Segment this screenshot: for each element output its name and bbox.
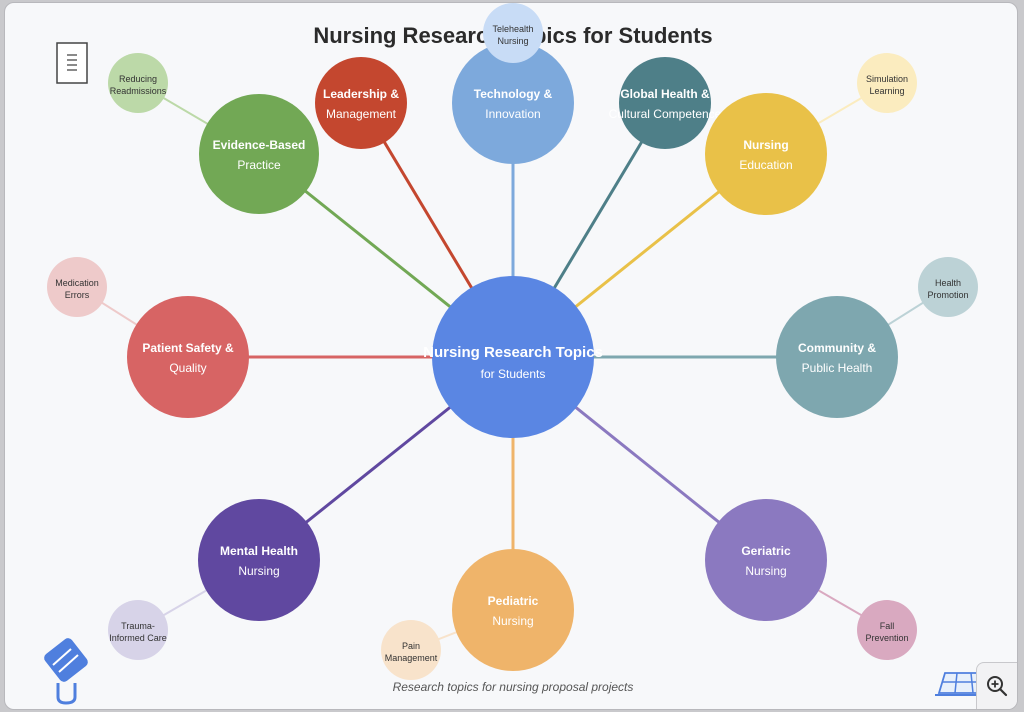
topic-node-sublabel: Innovation: [485, 107, 540, 121]
leaf-node-label: Reducing: [119, 74, 157, 84]
diagram-caption: Research topics for nursing proposal pro…: [393, 680, 634, 694]
leaf-node-circle: [108, 600, 168, 660]
leaf-node-label: Telehealth: [492, 24, 533, 34]
leaf-node-sublabel: Errors: [65, 290, 90, 300]
leaf-node-sublabel: Management: [385, 653, 438, 663]
topic-node-label: Geriatric: [741, 544, 791, 558]
topic-node-label: Mental Health: [220, 544, 298, 558]
leaf-node-circle: [857, 53, 917, 113]
center-node-circle: [432, 276, 594, 438]
topic-node-circle: [198, 499, 320, 621]
topic-node-sublabel: Quality: [169, 361, 206, 375]
leaf-node-circle: [857, 600, 917, 660]
diagram-frame: Nursing Research Topics for Students Evi…: [4, 2, 1018, 710]
topic-node-circle: [705, 93, 827, 215]
center-node[interactable]: Nursing Research Topics for Students: [423, 276, 603, 438]
leaf-node-label: Trauma-: [121, 621, 155, 631]
topic-node-community-public-health[interactable]: Community & Public Health: [776, 296, 898, 418]
topic-node-patient-safety-quality[interactable]: Patient Safety & Quality: [127, 296, 249, 418]
leaf-node-sublabel: Readmissions: [110, 86, 167, 96]
leaf-node-circle: [108, 53, 168, 113]
topic-node-circle: [452, 42, 574, 164]
document-icon: [56, 42, 88, 84]
topic-node-label: Pediatric: [488, 594, 539, 608]
topic-node-sublabel: Education: [739, 158, 792, 172]
topic-node-sublabel: Nursing: [238, 564, 279, 578]
leaf-node-layer: ReducingReadmissionsTelehealthNursingSim…: [47, 3, 978, 680]
topic-node-sublabel: Cultural Competence: [609, 107, 722, 121]
leaf-node-label: Health: [935, 278, 961, 288]
leaf-node-circle: [483, 3, 543, 63]
topic-node-global-health[interactable]: Global Health & Cultural Competence: [609, 57, 722, 149]
leaf-node-sublabel: Informed Care: [109, 633, 167, 643]
center-node-sublabel: for Students: [481, 367, 546, 381]
leaf-node-sublabel: Nursing: [497, 36, 528, 46]
topic-node-label: Technology &: [474, 87, 553, 101]
topic-node-technology-innovation[interactable]: Technology & Innovation: [452, 42, 574, 164]
topic-node-circle: [452, 549, 574, 671]
topic-node-circle: [315, 57, 407, 149]
leaf-node-sublabel: Learning: [869, 86, 904, 96]
leaf-node-sublabel: Promotion: [927, 290, 968, 300]
leaf-node-sublabel: Prevention: [865, 633, 908, 643]
topic-node-label: Community &: [798, 341, 876, 355]
topic-node-circle: [619, 57, 711, 149]
leaf-node-label: Pain: [402, 641, 420, 651]
zoom-in-icon: [987, 676, 1008, 697]
leaf-node-circle: [918, 257, 978, 317]
leaf-node-circle: [47, 257, 107, 317]
leaf-node-mental-health-nursing[interactable]: Trauma- Informed Care: [108, 600, 168, 660]
topic-node-circle: [199, 94, 319, 214]
topic-node-label: Patient Safety &: [142, 341, 234, 355]
topic-node-circle: [127, 296, 249, 418]
leaf-node-circle: [381, 620, 441, 680]
topic-node-label: Global Health &: [620, 87, 710, 101]
center-node-label: Nursing Research Topics: [423, 344, 603, 361]
topic-node-label: Nursing: [743, 138, 788, 152]
topic-node-circle: [776, 296, 898, 418]
leaf-node-label: Simulation: [866, 74, 908, 84]
clipboard-icon: [44, 638, 88, 705]
leaf-node-label: Fall: [880, 621, 895, 631]
topic-node-label: Evidence-Based: [213, 138, 306, 152]
mind-map-diagram: Nursing Research Topics for Students Evi…: [44, 3, 991, 705]
topic-node-sublabel: Nursing: [492, 614, 533, 628]
topic-node-sublabel: Nursing: [745, 564, 786, 578]
topic-node-leadership-management[interactable]: Leadership & Management: [315, 57, 407, 149]
topic-node-sublabel: Practice: [237, 158, 281, 172]
zoom-in-button[interactable]: [976, 662, 1017, 709]
leaf-node-label: Medication: [55, 278, 99, 288]
topic-node-circle: [705, 499, 827, 621]
topic-node-sublabel: Management: [326, 107, 397, 121]
topic-node-label: Leadership &: [323, 87, 399, 101]
topic-node-sublabel: Public Health: [802, 361, 873, 375]
bed-icon: [935, 672, 991, 696]
